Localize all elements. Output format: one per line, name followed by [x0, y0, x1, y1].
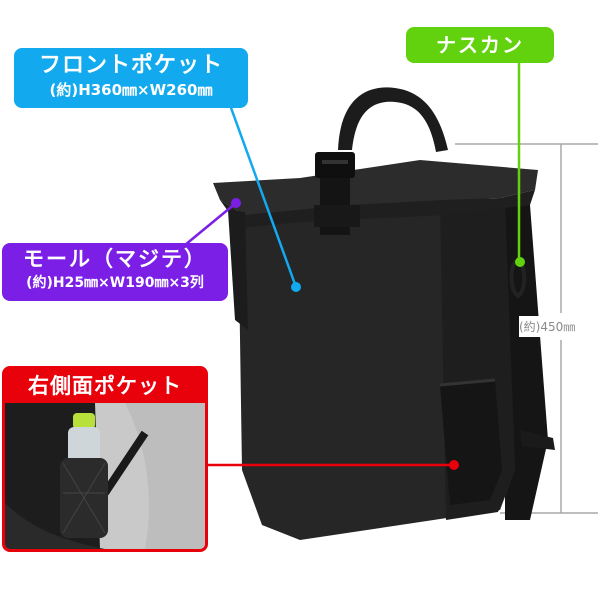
- side-pocket-title: 右側面ポケット: [28, 374, 182, 398]
- side-pocket-inset-photo: [5, 403, 205, 549]
- side-pocket-callout: 右側面ポケット: [2, 366, 208, 552]
- molle-title: モール（マジテ）: [23, 247, 207, 271]
- snap-hook-callout: ナスカン: [406, 27, 554, 63]
- molle-leader: [184, 202, 237, 246]
- molle-callout: モール（マジテ） (約)H25㎜×W190㎜×3列: [2, 243, 228, 301]
- snap-hook-title: ナスカン: [436, 33, 524, 57]
- molle-size: (約)H25㎜×W190㎜×3列: [26, 275, 204, 291]
- front-pocket-size: (約)H360㎜×W260㎜: [49, 81, 213, 99]
- bottle-cap-icon: [73, 413, 95, 429]
- front-pocket-callout: フロントポケット (約)H360㎜×W260㎜: [14, 48, 248, 108]
- front-pocket-leader: [228, 104, 298, 288]
- height-dimension-label: (約)450㎜: [519, 316, 576, 337]
- front-pocket-title: フロントポケット: [38, 53, 223, 78]
